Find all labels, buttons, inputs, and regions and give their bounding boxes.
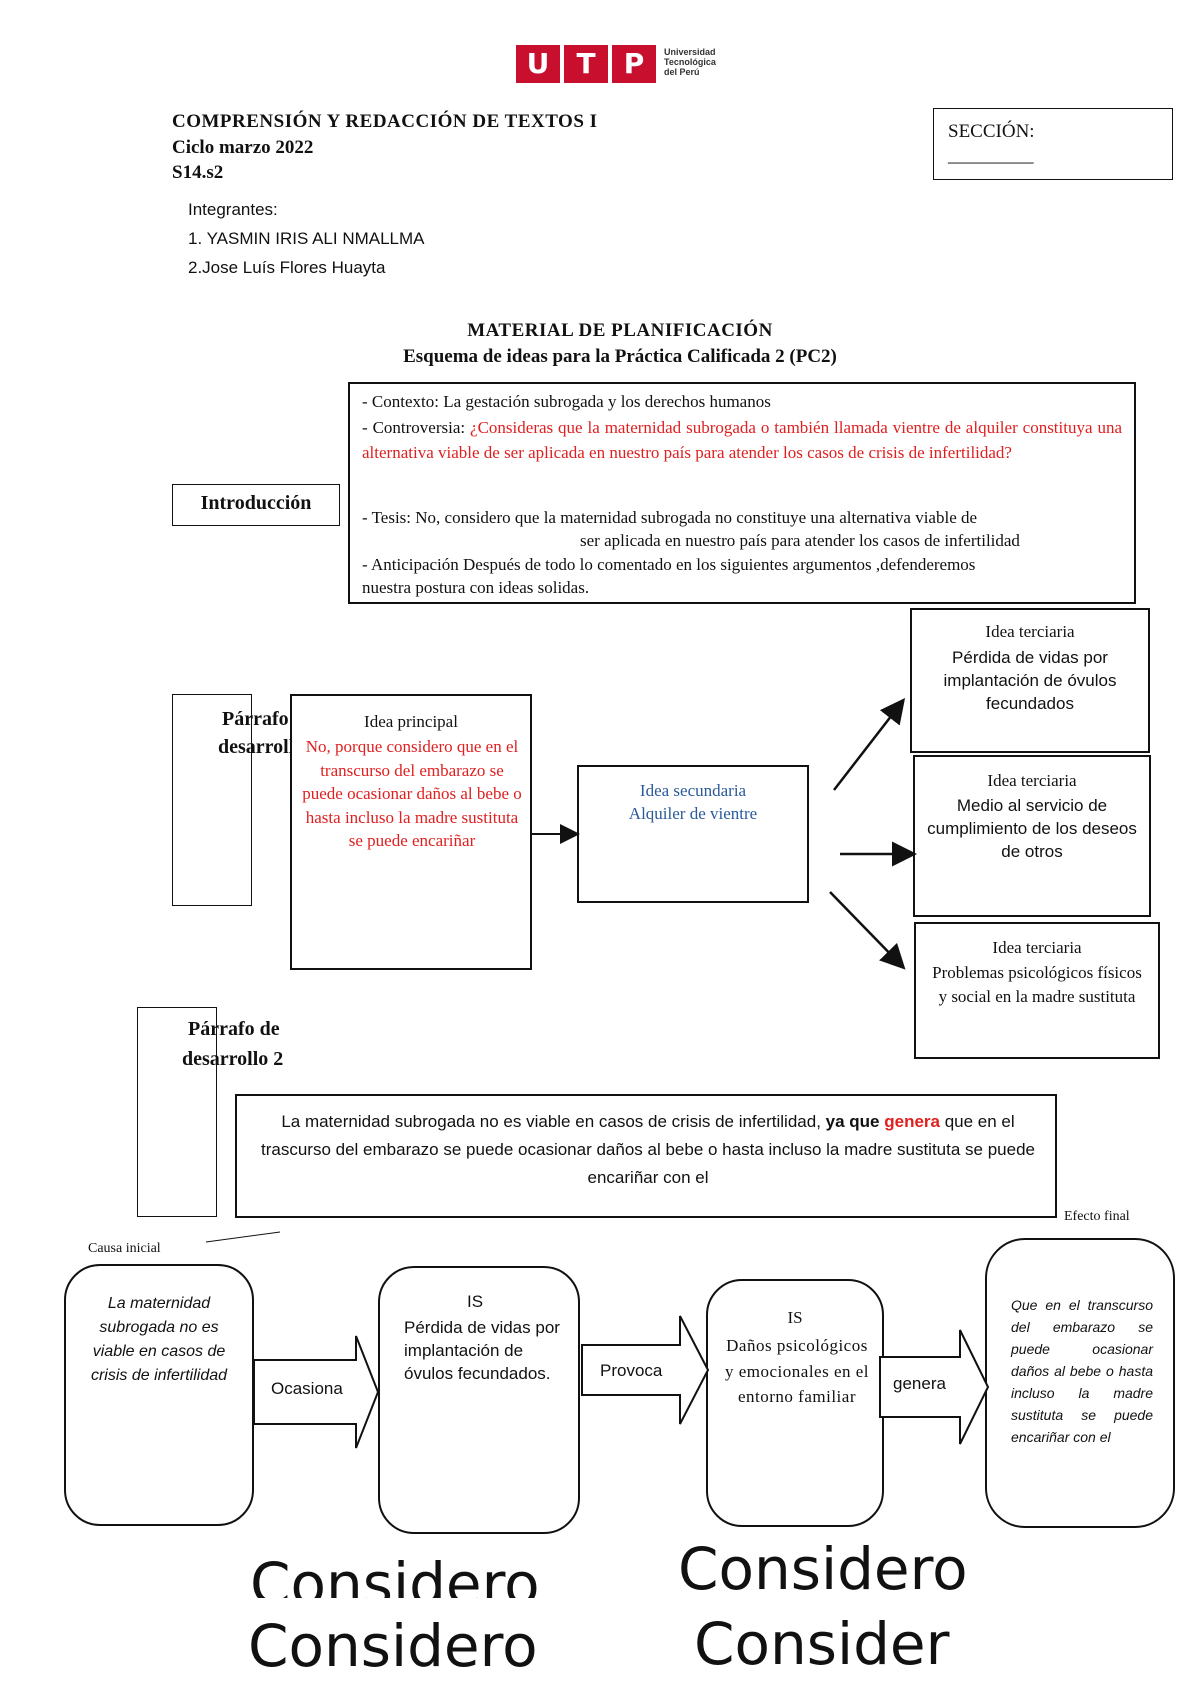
main-idea-text: No, porque considero que en el transcurs… [302,737,522,850]
tertiary-2-text: Medio al servicio de cumplimiento de los… [927,796,1137,861]
sub-title: Esquema de ideas para la Práctica Califi… [403,346,837,367]
arrow-secondary-to-tertiary-1 [833,698,906,791]
tertiary-idea-box-3: Idea terciaria Problemas psicológicos fí… [914,922,1160,1059]
intro-controversy: - Controversia: ¿Consideras que la mater… [362,415,1122,465]
arrow-secondary-to-tertiary-3 [829,891,906,970]
controversy-question: ¿Consideras que la maternidad subrogada … [362,418,1122,462]
section-label: SECCIÓN: [948,121,1035,142]
intro-anticipation-2: nuestra postura con ideas solidas. [362,578,590,597]
tertiary-3-title: Idea terciaria [992,938,1082,957]
arrow2-label: Provoca [600,1361,663,1380]
tertiary-1-title: Idea terciaria [985,622,1075,641]
main-idea-box: Idea principal No, porque considero que … [290,694,532,970]
logo-letter-t: T [564,45,608,83]
intro-label-box: Introducción [172,484,340,526]
tertiary-idea-box-1: Idea terciaria Pérdida de vidas por impl… [910,608,1150,753]
paragraph2-label-line1: Párrafo de [188,1018,280,1040]
is2-text: Daños psicológicos y emocionales en el e… [724,1336,870,1406]
is2-box: IS Daños psicológicos y emocionales en e… [706,1279,884,1527]
tertiary-1-text: Pérdida de vidas por implantación de óvu… [943,648,1117,713]
is2-title: IS [787,1308,803,1327]
is1-text: Pérdida de vidas por implantación de óvu… [404,1318,560,1383]
watermark-3: Considero [678,1535,968,1603]
secondary-idea-box: Idea secundaria Alquiler de vientre [577,765,809,903]
watermark-4: Consider [694,1610,950,1678]
secondary-idea-text: Alquiler de vientre [628,804,758,823]
sentence-bold: ya que [825,1112,885,1131]
watermark-1: Considero [250,1550,540,1598]
sentence-red: genera [884,1112,940,1131]
paragraph2-side-box [137,1007,217,1217]
effect-label: Efecto final [1064,1209,1130,1224]
paragraph2-sentence: La maternidad subrogada no es viable en … [253,1108,1043,1192]
section-blank: _________ [948,145,1034,166]
members-label: Integrantes: [188,200,278,219]
sentence-start: La maternidad subrogada no es viable en … [281,1112,826,1131]
paragraph1-side-box [172,694,252,906]
intro-thesis-2: ser aplicada en nuestro país para atende… [580,531,1020,550]
tertiary-3-text: Problemas psicológicos físicos y social … [932,963,1142,1006]
secondary-idea-title: Idea secundaria [639,781,747,800]
member-2: 2.Jose Luís Flores Huayta [188,258,386,277]
cause-pointer-line [205,1231,281,1243]
member-1: 1. YASMIN IRIS ALI NMALLMA [188,229,425,248]
logo-line-3: del Perú [664,67,700,77]
session: S14.s2 [172,162,224,183]
arrow1-label: Ocasiona [271,1379,343,1398]
intro-box: - Contexto: La gestación subrogada y los… [348,382,1136,604]
main-idea-title: Idea principal [364,712,458,731]
sentence-rest: que en el trascurso del embarazo se pued… [261,1112,1035,1187]
logo-line-1: Universidad [664,47,716,57]
section-box: SECCIÓN: _________ [933,108,1173,180]
cause-box: La maternidad subrogada no es viable en … [64,1264,254,1526]
course-title: COMPRENSIÓN Y REDACCIÓN DE TEXTOS I [172,111,598,132]
logo-line-2: Tecnológica [664,57,716,67]
is1-box: IS Pérdida de vidas por implantación de … [378,1266,580,1534]
logo-text: Universidad Tecnológica del Perú [664,47,716,77]
cause-label: Causa inicial [88,1241,161,1256]
cause-text: La maternidad subrogada no es viable en … [90,1295,228,1384]
arrow3-label: genera [893,1374,946,1393]
main-title: MATERIAL DE PLANIFICACIÓN [467,320,773,341]
tertiary-idea-box-2: Idea terciaria Medio al servicio de cump… [913,755,1151,917]
tertiary-2-title: Idea terciaria [987,771,1077,790]
utp-logo: U T P Universidad Tecnológica del Perú [516,45,726,85]
intro-anticipation-1: - Anticipación Después de todo lo coment… [362,555,976,574]
paragraph2-label-line2: desarrollo 2 [182,1048,284,1070]
cycle: Ciclo marzo 2022 [172,137,314,158]
paragraph2-sentence-box: La maternidad subrogada no es viable en … [235,1094,1057,1218]
logo-letter-u: U [516,45,560,83]
intro-label: Introducción [200,492,312,514]
logo-letter-p: P [612,45,656,83]
intro-context: - Contexto: La gestación subrogada y los… [362,392,771,411]
controversy-prefix: - Controversia: [362,418,471,437]
intro-thesis-1: - Tesis: No, considero que la maternidad… [362,508,978,527]
effect-text: Que en el transcurso del embarazo se pue… [1011,1297,1153,1445]
is1-title: IS [467,1292,484,1311]
watermark-2: Considero [248,1612,538,1680]
effect-box: Que en el transcurso del embarazo se pue… [985,1238,1175,1528]
